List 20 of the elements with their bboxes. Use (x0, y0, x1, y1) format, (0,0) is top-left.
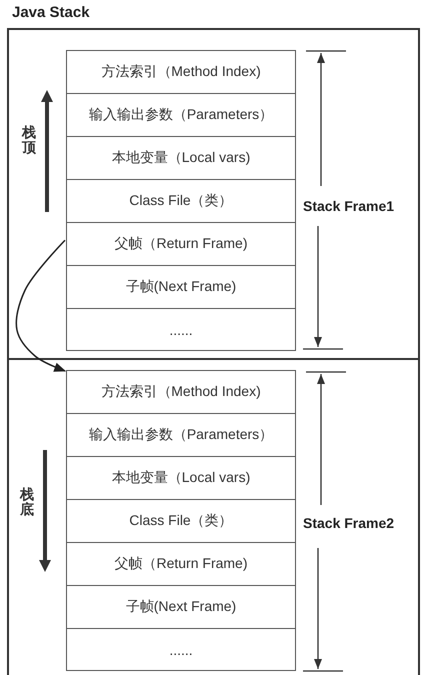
frame-slot: 本地变量（Local vars) (66, 456, 296, 500)
panel-heading: Java Stack (12, 4, 90, 21)
frame-slot: ...... (66, 628, 296, 671)
frame-label: Stack Frame2 (303, 515, 394, 531)
stack-direction-label: 栈顶 (22, 125, 36, 156)
frame-slot: 子帧(Next Frame) (66, 265, 296, 310)
frame-slot: 父帧（Return Frame) (66, 222, 296, 266)
frame-slot: Class File（类） (66, 179, 296, 224)
frame-slot: 输入输出参数（Parameters） (66, 93, 296, 138)
frame-slot: 方法索引（Method Index) (66, 370, 296, 414)
frame-slot: 本地变量（Local vars) (66, 136, 296, 180)
frame-label: Stack Frame1 (303, 198, 394, 214)
frame-slot: Class File（类） (66, 499, 296, 544)
connector-arrow (16, 240, 66, 372)
frame-slot: 方法索引（Method Index) (66, 50, 296, 94)
frame-slot: ...... (66, 308, 296, 351)
frame-slot: 子帧(Next Frame) (66, 585, 296, 630)
frame-slot: 父帧（Return Frame) (66, 542, 296, 586)
stack-direction-label: 栈底 (20, 487, 34, 518)
frame-slot: 输入输出参数（Parameters） (66, 413, 296, 458)
